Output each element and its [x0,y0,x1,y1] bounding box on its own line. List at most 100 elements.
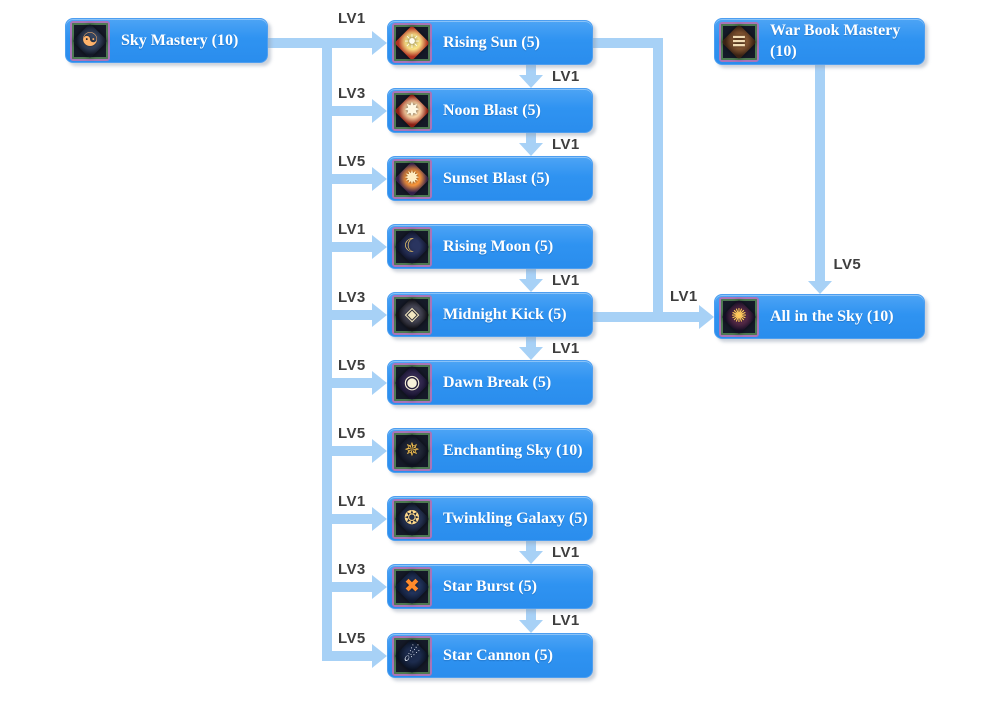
icon-glyph: ☯ [81,29,99,51]
connector-line [332,173,372,184]
icon-glyph: ◈ [404,303,420,325]
dawn-break-icon: ◉ [392,362,432,403]
connector-line [593,311,699,322]
icon-glyph: ❂ [404,507,420,529]
skill-node-star-cannon[interactable]: ☄ Star Cannon (5) [387,633,593,678]
arrowhead-right-icon [372,98,387,123]
rising-moon-icon: ☾ [392,226,432,267]
connector-line [526,609,536,620]
skill-node-midnight-kick[interactable]: ◈ Midnight Kick (5) [387,292,593,337]
connector-line [332,650,372,661]
skill-label: Sky Mastery (10) [121,31,239,49]
connector-line [332,513,372,524]
connector-line [332,377,372,388]
icon-glyph: ☄ [403,644,421,666]
twinkling-galaxy-icon: ❂ [392,498,432,539]
connector-line [526,269,536,279]
icon-glyph: ✖ [404,575,420,597]
connector-line [653,37,663,322]
level-requirement-label: LV3 [338,288,366,306]
skill-node-all-in-the-sky[interactable]: ✺ All in the Sky (10) [714,294,925,339]
level-requirement-label: LV1 [552,612,580,629]
connector-line [268,37,372,48]
skill-label: All in the Sky (10) [770,307,894,325]
arrowhead-down-icon [519,75,543,88]
skill-node-rising-moon[interactable]: ☾ Rising Moon (5) [387,224,593,269]
skill-node-noon-blast[interactable]: ✸ Noon Blast (5) [387,88,593,133]
level-requirement-label: LV5 [338,424,366,442]
level-requirement-label: LV3 [338,560,366,578]
sunset-blast-icon: ✹ [392,158,432,199]
skill-node-enchanting-sky[interactable]: ✵ Enchanting Sky (10) [387,428,593,473]
connector-line [526,541,536,551]
arrowhead-down-icon [519,143,543,156]
connector-line [526,65,536,75]
skill-node-war-book-mastery[interactable]: ≡ War Book Mastery (10) [714,18,925,65]
level-requirement-label: LV1 [552,136,580,153]
level-requirement-label: LV1 [552,68,580,85]
arrowhead-right-icon [372,302,387,327]
skill-label: Enchanting Sky (10) [443,441,583,459]
icon-glyph: ✺ [731,305,747,327]
arrowhead-right-icon [372,643,387,668]
skill-label: Sunset Blast (5) [443,169,550,187]
icon-glyph: ☾ [403,235,421,257]
skill-node-sunset-blast[interactable]: ✹ Sunset Blast (5) [387,156,593,201]
level-requirement-label: LV5 [338,356,366,374]
skill-node-dawn-break[interactable]: ◉ Dawn Break (5) [387,360,593,405]
level-requirement-label: LV1 [552,544,580,561]
icon-glyph: ◉ [403,371,421,393]
level-requirement-label: LV1 [670,287,698,305]
connector-line [332,445,372,456]
midnight-kick-icon: ◈ [392,294,432,335]
arrowhead-down-icon [807,281,832,294]
noon-blast-icon: ✸ [392,90,432,131]
star-burst-icon: ✖ [392,566,432,607]
connector-line [332,309,372,320]
arrowhead-down-icon [519,620,543,633]
icon-glyph: ≡ [731,30,747,52]
icon-glyph: ✹ [404,167,420,189]
all-in-the-sky-icon: ✺ [719,296,759,337]
connector-line [332,241,372,252]
skill-node-twinkling-galaxy[interactable]: ❂ Twinkling Galaxy (5) [387,496,593,541]
skill-label: War Book Mastery (10) [770,22,901,60]
connector-line [322,37,332,661]
arrowhead-right-icon [372,438,387,463]
connector-line [332,581,372,592]
skill-node-sky-mastery[interactable]: ☯ Sky Mastery (10) [65,18,268,63]
enchanting-sky-icon: ✵ [392,430,432,471]
connector-line [593,37,663,48]
level-requirement-label: LV5 [338,629,366,647]
level-requirement-label: LV1 [338,10,366,27]
icon-glyph: ☀ [403,31,421,53]
skill-label: Noon Blast (5) [443,101,541,119]
connector-line [814,65,825,281]
skill-label: Star Burst (5) [443,577,537,595]
arrowhead-right-icon [372,30,387,55]
rising-sun-icon: ☀ [392,22,432,63]
arrowhead-right-icon [372,166,387,191]
skill-label: Dawn Break (5) [443,373,552,391]
connector-line [332,105,372,116]
level-requirement-label: LV5 [338,152,366,170]
skill-label: Star Cannon (5) [443,646,553,664]
skill-node-rising-sun[interactable]: ☀Rising Sun (5) [387,20,593,65]
connector-line [526,337,536,347]
arrowhead-right-icon [372,506,387,531]
level-requirement-label: LV1 [338,220,366,238]
icon-glyph: ✸ [404,99,420,121]
level-requirement-label: LV1 [338,492,366,510]
skill-node-star-burst[interactable]: ✖ Star Burst (5) [387,564,593,609]
arrowhead-right-icon [372,234,387,259]
arrowhead-down-icon [519,279,543,292]
skill-label: Twinkling Galaxy (5) [443,509,588,527]
skill-label: Midnight Kick (5) [443,305,567,323]
level-requirement-label: LV3 [338,84,366,102]
connector-line [526,133,536,143]
arrowhead-right-icon [699,304,714,329]
level-requirement-label: LV5 [833,256,862,273]
arrowhead-right-icon [372,574,387,599]
skill-label: Rising Moon (5) [443,237,554,255]
